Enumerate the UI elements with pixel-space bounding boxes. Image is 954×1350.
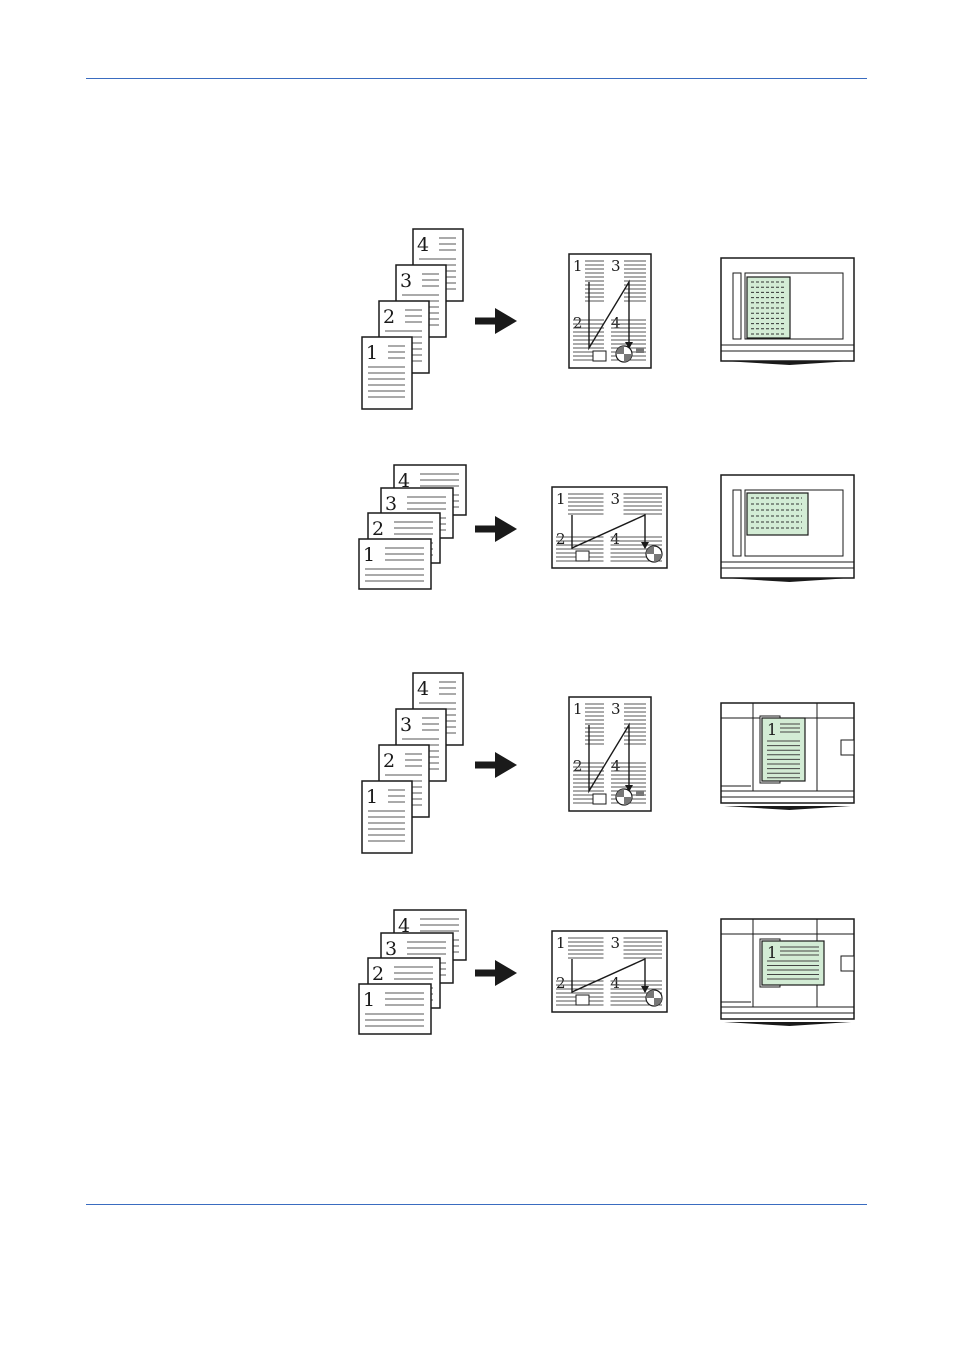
page-number: 1 <box>573 700 583 718</box>
page-number: 1 <box>366 342 378 364</box>
page-number: 4 <box>611 314 621 332</box>
glass-edge <box>732 272 742 340</box>
page-number: 3 <box>400 270 412 292</box>
page-number: 1 <box>366 786 378 808</box>
page-number: 3 <box>611 700 621 718</box>
staple-corner-icon <box>615 788 633 806</box>
placeholder-box <box>575 994 590 1006</box>
page-number: 4 <box>611 974 621 992</box>
copier-glass-icon <box>720 474 855 582</box>
reading-order-line <box>588 722 630 794</box>
gray-mark <box>636 791 644 796</box>
combined-output-page: 1 3 2 4 <box>568 253 652 369</box>
arrow-right-icon <box>475 516 517 542</box>
document-feeder-icon: 1 <box>720 918 855 1026</box>
placeholder-box <box>592 793 607 805</box>
page-number: 1 <box>363 544 375 566</box>
page-number: 2 <box>372 963 384 985</box>
originals-stack: 432 1 <box>358 464 467 590</box>
page-number: 3 <box>400 714 412 736</box>
reading-order-arrowhead <box>625 342 633 349</box>
feeder-handle <box>840 955 855 972</box>
feeder-handle <box>840 739 855 756</box>
page-number: 4 <box>417 678 429 700</box>
page-number: 4 <box>611 530 621 548</box>
page-number: 3 <box>611 934 621 952</box>
staple-corner-icon <box>645 545 663 563</box>
page-number: 4 <box>398 470 410 492</box>
glass-edge <box>732 489 742 557</box>
combined-output-page: 1 3 2 4 <box>551 486 668 569</box>
page-number: 3 <box>385 938 397 960</box>
originals-stack: 432 1 <box>358 909 467 1035</box>
combined-output-page: 1 3 2 4 <box>568 696 652 812</box>
page-number: 2 <box>383 306 395 328</box>
reading-order-line <box>571 957 646 994</box>
page-number: 3 <box>611 490 621 508</box>
arrow-right-icon <box>475 960 517 986</box>
combined-output-page: 1 3 2 4 <box>551 930 668 1013</box>
header-rule <box>86 78 867 79</box>
page-number: 2 <box>573 757 583 775</box>
footer-rule <box>86 1204 867 1205</box>
arrow-right-icon <box>475 752 517 778</box>
page-number: 2 <box>573 314 583 332</box>
reading-order-line <box>588 279 630 351</box>
page-number: 3 <box>611 257 621 275</box>
page-number: 1 <box>767 720 777 739</box>
reading-order-arrowhead <box>641 542 649 549</box>
reading-order-line <box>571 513 646 550</box>
staple-corner-icon <box>615 345 633 363</box>
page-number: 1 <box>767 943 777 962</box>
document-feeder-icon: 1 <box>720 702 855 810</box>
page-number: 2 <box>556 974 566 992</box>
copier-glass-icon <box>720 257 855 365</box>
placeholder-box <box>575 550 590 562</box>
arrow-right-icon <box>475 308 517 334</box>
placeholder-box <box>592 350 607 362</box>
page-number: 3 <box>385 493 397 515</box>
placed-original <box>746 492 809 536</box>
page-number: 2 <box>383 750 395 772</box>
page-number: 4 <box>417 234 429 256</box>
page-number: 1 <box>556 934 566 952</box>
page-number: 4 <box>611 757 621 775</box>
staple-corner-icon <box>645 989 663 1007</box>
page-number: 4 <box>398 915 410 937</box>
reading-order-arrowhead <box>625 785 633 792</box>
reading-order-arrowhead <box>641 986 649 993</box>
page-number: 2 <box>372 518 384 540</box>
page-number: 1 <box>573 257 583 275</box>
page-number: 2 <box>556 530 566 548</box>
placed-original <box>761 940 825 986</box>
page-number: 1 <box>556 490 566 508</box>
gray-mark <box>636 348 644 353</box>
page-number: 1 <box>363 989 375 1011</box>
